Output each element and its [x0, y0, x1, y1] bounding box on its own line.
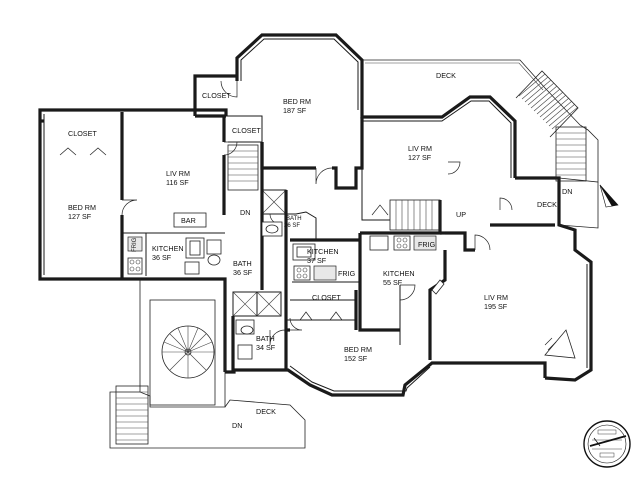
label-bath-small-area: 26 SF: [284, 223, 300, 229]
label-closet-mid: CLOSET: [232, 126, 261, 135]
label-kitchen-left-area: 36 SF: [152, 253, 172, 262]
label-bar: BAR: [181, 216, 196, 225]
architect-seal-icon: [583, 420, 631, 468]
label-bath-left: BATH: [233, 259, 252, 268]
label-liv-rm-right: LIV RM: [484, 293, 508, 302]
label-deck-top: DECK: [436, 71, 456, 80]
label-dn-stair-right: DN: [562, 187, 572, 196]
fixtures: [127, 212, 576, 360]
label-up-stair: UP: [456, 210, 466, 219]
room-labels: DECK CLOSET BED RM 187 SF CLOSET CLOSET …: [68, 71, 572, 430]
interior-walls: [120, 112, 555, 372]
label-bath-lower: BATH: [256, 334, 275, 343]
label-kitchen-right: KITCHEN: [383, 269, 415, 278]
label-bath-lower-area: 34 SF: [256, 343, 276, 352]
label-frig-center: FRIG: [338, 269, 356, 278]
label-bed-rm-lower-area: 152 SF: [344, 354, 368, 363]
label-bath-small: BATH: [286, 216, 302, 222]
label-dn-stair-bottom: DN: [232, 421, 242, 430]
label-kitchen-center-area: 37 SF: [307, 256, 327, 265]
label-bed-rm-left-area: 127 SF: [68, 212, 92, 221]
label-bed-rm-lower: BED RM: [344, 345, 372, 354]
label-kitchen-right-area: 55 SF: [383, 278, 403, 287]
label-liv-rm-left-area: 116 SF: [166, 178, 189, 187]
label-kitchen-left: KITCHEN: [152, 244, 184, 253]
label-liv-rm-center: LIV RM: [408, 144, 432, 153]
label-liv-rm-right-area: 195 SF: [484, 302, 508, 311]
spiral-stair-icon: [161, 325, 215, 379]
north-arrow-icon: [599, 184, 619, 208]
label-bed-rm-left: BED RM: [68, 203, 96, 212]
label-bed-rm-top: BED RM: [283, 97, 311, 106]
label-dn-stair-left: DN: [240, 208, 250, 217]
deck-stair-bottom: [115, 385, 149, 445]
label-closet-left: CLOSET: [68, 129, 97, 138]
shaft-upper: [261, 189, 287, 215]
label-bed-rm-top-area: 187 SF: [283, 106, 307, 115]
shaft-lower: [232, 291, 282, 317]
deck-stair-right: [555, 126, 587, 182]
deck-stair-top: [515, 70, 579, 138]
label-liv-rm-center-area: 127 SF: [408, 153, 432, 162]
deck-top: [362, 59, 599, 229]
label-deck-bottom: DECK: [256, 407, 276, 416]
label-frig-right: FRIG: [418, 240, 436, 249]
label-kitchen-center: KITCHEN: [307, 247, 339, 256]
lower-left-deck: [109, 279, 306, 449]
label-deck-right: DECK: [537, 200, 557, 209]
label-closet-upper: CLOSET: [202, 91, 231, 100]
label-bath-left-area: 36 SF: [233, 268, 253, 277]
label-liv-rm-left: LIV RM: [166, 169, 190, 178]
label-closet-lower: CLOSET: [312, 293, 341, 302]
bar-counter: [173, 212, 207, 228]
label-frig-left: FRIG: [132, 237, 138, 252]
